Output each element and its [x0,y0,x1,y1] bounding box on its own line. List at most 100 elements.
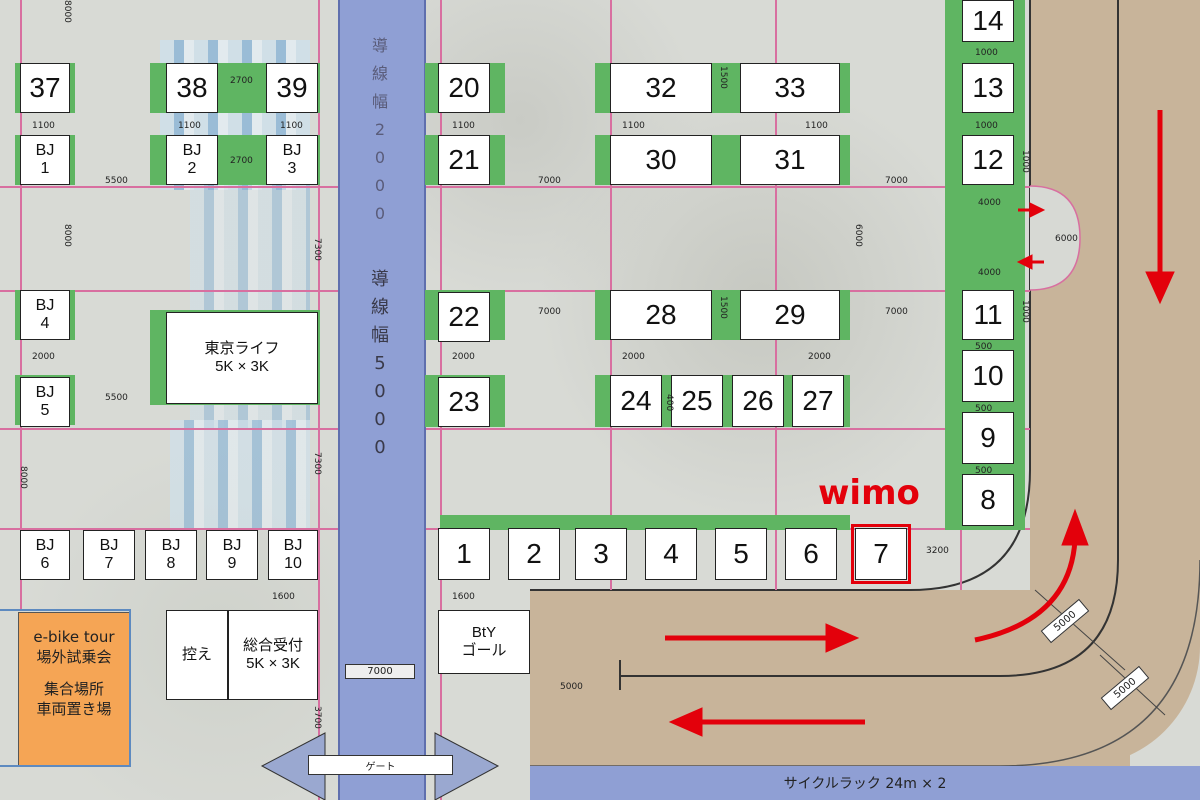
dim-label: 2700 [230,76,253,86]
booth-32[interactable]: 32 [610,63,712,113]
arrow-small-left-head [1016,254,1033,270]
cycle-rack-bar: サイクルラック 24m × 2 [530,766,1200,800]
dim-label: 1600 [452,592,475,602]
dim-label: 500 [975,466,993,476]
dim-label: 2000 [808,352,831,362]
booth-reception-spare[interactable]: 控え [166,610,228,700]
dim-label: 2000 [622,352,645,362]
booth-21[interactable]: 21 [438,135,490,185]
dim-label: 500 [975,404,993,414]
booth-20[interactable]: 20 [438,63,490,113]
booth-12[interactable]: 12 [962,135,1014,185]
booth-9[interactable]: 9 [962,412,1014,464]
dim-label: 7000 [885,176,908,186]
booth-2[interactable]: 2 [508,528,560,580]
dim-label: 7300 [312,452,322,475]
arrow-curve-up-icon [974,539,1078,643]
aerial-stripes-left-3 [170,420,310,530]
dim-label: 4000 [978,198,1001,208]
dim-label: 1100 [280,121,303,131]
dim-label: 1500 [718,66,728,89]
dim-label: 400 [664,394,674,412]
dim-label: 6000 [1055,234,1078,244]
dim-label: 7000 [885,307,908,317]
booth-33[interactable]: 33 [740,63,840,113]
booth-23[interactable]: 23 [438,377,490,427]
booth-7[interactable]: 7 [855,528,907,580]
dim-label: 1000 [975,48,998,58]
arrow-curve-up-head [1061,508,1089,546]
dim-label: 3200 [926,546,949,556]
booth-39[interactable]: 39 [266,63,318,113]
booth-28[interactable]: 28 [610,290,712,340]
dim-label: 1000 [1020,300,1030,323]
booth-10[interactable]: 10 [962,350,1014,402]
dim-label: 1100 [805,121,828,131]
dim-label: 1000 [975,121,998,131]
ebike-tour-area[interactable]: e-bike tour 場外試乗会 集合場所 車両置き場 [18,612,130,766]
dim-label: 1500 [718,296,728,319]
arrow-right-head [825,623,860,653]
green-area [440,515,850,530]
dim-label: 6000 [853,224,863,247]
booth-37[interactable]: 37 [20,63,70,113]
booth-6[interactable]: 6 [785,528,837,580]
booth-8[interactable]: 8 [962,474,1014,526]
dim-label: 2700 [230,156,253,166]
dim-label: 500 [975,342,993,352]
dim-label: 5500 [105,393,128,403]
booth-4[interactable]: 4 [645,528,697,580]
wimo-label: wimo [818,473,920,513]
dim-label: 3700 [312,706,322,729]
dim-label: 2000 [452,352,475,362]
guide-line-h3 [0,428,1030,430]
booth-3[interactable]: 3 [575,528,627,580]
dim-label: 7000 [538,176,561,186]
dim-label: 5000 [560,682,583,692]
arrow-left-head [668,707,703,737]
dim-label: 4000 [978,268,1001,278]
booth-38[interactable]: 38 [166,63,218,113]
booth-22[interactable]: 22 [438,292,490,342]
booth-29[interactable]: 29 [740,290,840,340]
dim-label: 1100 [452,121,475,131]
dim-label: 1600 [272,592,295,602]
dim-label: 8000 [62,224,72,247]
dim-label: 2000 [32,352,55,362]
booth-5[interactable]: 5 [715,528,767,580]
dim-label: 7300 [312,238,322,261]
booth-31[interactable]: 31 [740,135,840,185]
booth-24[interactable]: 24 [610,375,662,427]
dim-label: 1100 [178,121,201,131]
booth-13[interactable]: 13 [962,63,1014,113]
booth-1[interactable]: 1 [438,528,490,580]
guide-line-h1 [0,186,1030,188]
booth-30[interactable]: 30 [610,135,712,185]
arrow-small-right-head [1029,202,1046,218]
booth-14[interactable]: 14 [962,0,1014,42]
booth-25[interactable]: 25 [671,375,723,427]
booth-11[interactable]: 11 [962,290,1014,340]
dim-label: 8000 [62,0,72,23]
dim-label: 7000 [538,307,561,317]
arrow-down-head [1145,271,1175,305]
booth-27[interactable]: 27 [792,375,844,427]
booth-26[interactable]: 26 [732,375,784,427]
